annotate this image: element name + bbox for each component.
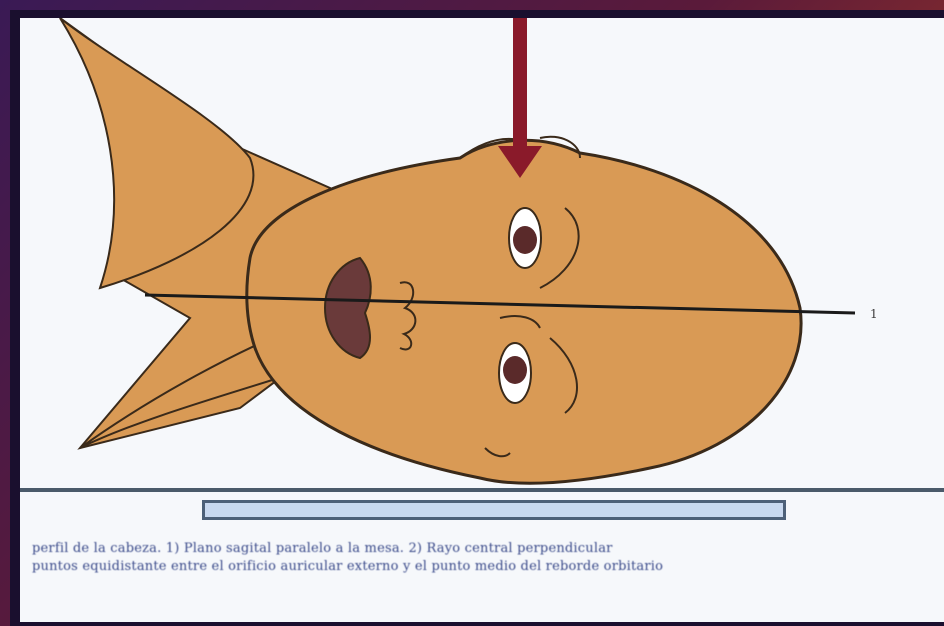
pupil-upper — [513, 226, 537, 254]
caption-line-1: perfil de la cabeza. 1) Plano sagital pa… — [32, 540, 944, 558]
caption: perfil de la cabeza. 1) Plano sagital pa… — [32, 540, 944, 576]
table-edge — [202, 500, 786, 520]
head-diagram: 1 — [20, 18, 944, 622]
diagram-photo: 1 perfil de la cabeza. 1) Plano sagital … — [20, 18, 944, 622]
table-surface — [20, 488, 944, 492]
caption-line-2: puntos equidistante entre el orificio au… — [32, 558, 944, 576]
central-ray-shaft — [513, 18, 527, 153]
pupil-lower — [503, 356, 527, 384]
plane-label: 1 — [870, 307, 878, 321]
